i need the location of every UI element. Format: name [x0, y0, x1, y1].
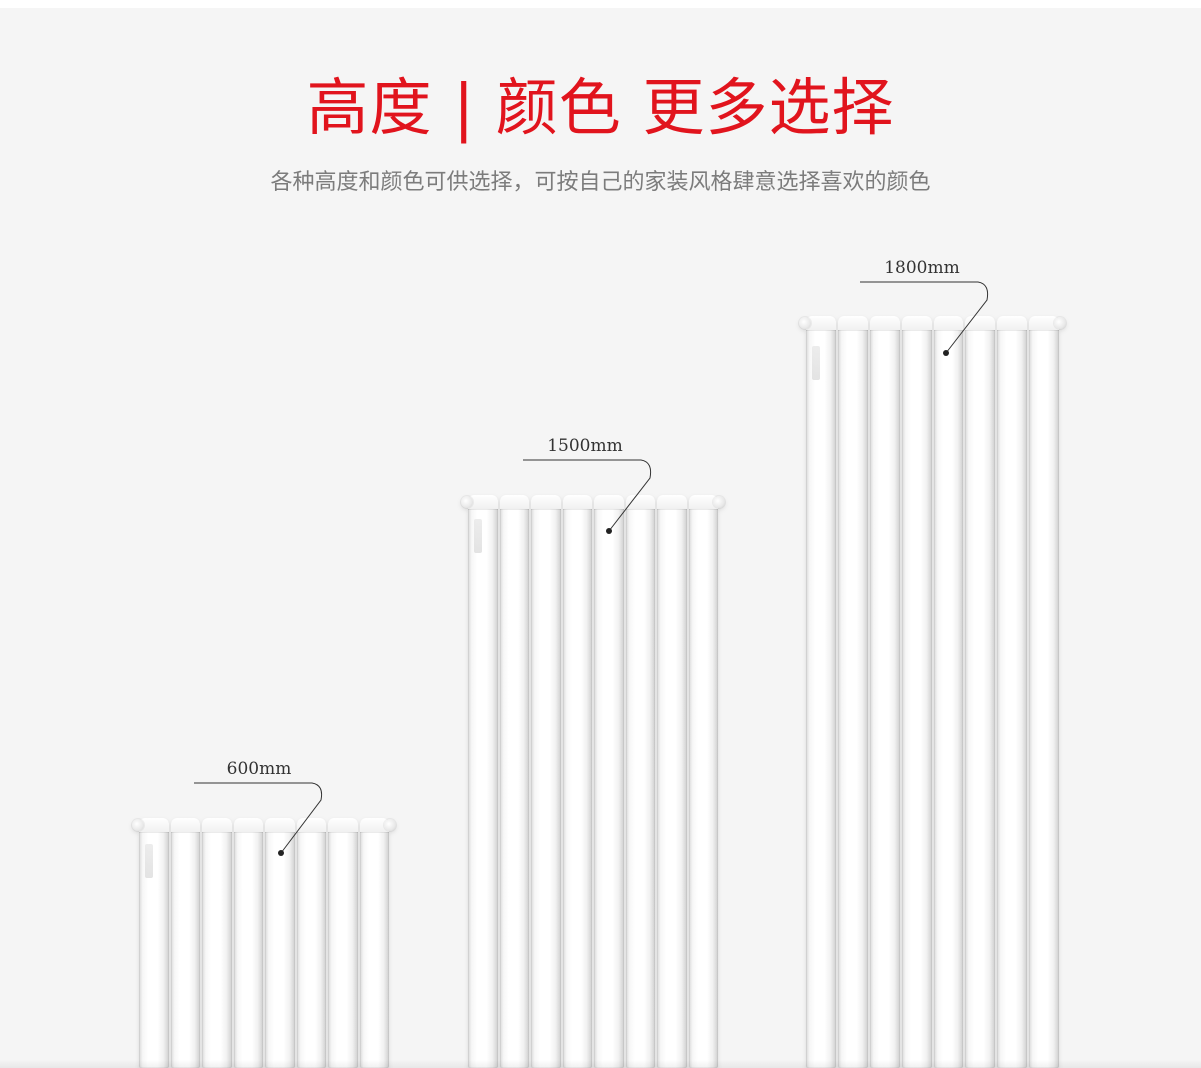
radiator-tube	[901, 316, 932, 1068]
radiator-tube	[837, 316, 868, 1068]
radiator-tube	[806, 316, 836, 1068]
brand-badge	[474, 519, 482, 553]
radiator-tube	[328, 818, 358, 1068]
callout-600mm-dot	[278, 850, 284, 856]
brand-badge	[812, 346, 820, 380]
radiator-tube	[1029, 316, 1059, 1068]
radiator-tubes	[467, 495, 719, 1068]
height-label-600mm: 600mm	[226, 759, 292, 779]
radiator-tubes	[805, 316, 1060, 1068]
radiator-cap-right	[384, 819, 396, 831]
section-subtitle: 各种高度和颜色可供选择，可按自己的家装风格肆意选择喜欢的颜色	[270, 170, 931, 195]
radiator-600mm	[132, 818, 396, 1068]
radiator-tube	[499, 495, 529, 1068]
radiator-tube	[869, 316, 900, 1068]
radiator-tube	[594, 495, 624, 1068]
radiator-tube	[531, 495, 561, 1068]
radiator-tube	[265, 818, 295, 1068]
radiator-tube	[933, 316, 964, 1068]
radiator-tube	[359, 818, 389, 1068]
callout-600mm-line	[194, 782, 323, 854]
radiator-cap-left	[132, 819, 144, 831]
callout-1800mm-line	[860, 281, 989, 354]
radiator-1800mm	[799, 316, 1066, 1068]
radiator-1500mm	[461, 495, 725, 1068]
radiator-tube	[562, 495, 592, 1068]
radiator-tube	[202, 818, 232, 1068]
section-title: 高度 | 颜色 更多选择	[306, 71, 895, 144]
product-banner: 高度 | 颜色 更多选择 各种高度和颜色可供选择，可按自己的家装风格肆意选择喜欢…	[0, 8, 1201, 1068]
brand-badge	[145, 844, 153, 878]
radiator-tube	[233, 818, 263, 1068]
callout-1800mm-dot	[943, 350, 949, 356]
radiator-cap-right	[1054, 317, 1066, 329]
radiator-cap-right	[713, 496, 725, 508]
radiator-cap-left	[461, 496, 473, 508]
radiator-cap-left	[799, 317, 811, 329]
radiator-tube	[625, 495, 655, 1068]
radiator-tube	[997, 316, 1028, 1068]
floor-shadow	[0, 1060, 1201, 1068]
radiator-tube	[139, 818, 169, 1068]
radiator-tube	[170, 818, 200, 1068]
callout-1500mm-dot	[606, 528, 612, 534]
callout-lines	[194, 281, 989, 856]
callout-1500mm-line	[523, 459, 652, 532]
radiator-tube	[657, 495, 687, 1068]
height-label-1500mm: 1500mm	[547, 436, 623, 456]
radiator-tube	[688, 495, 718, 1068]
radiator-tube	[468, 495, 498, 1068]
radiator-tube	[965, 316, 996, 1068]
radiator-tubes	[138, 818, 390, 1068]
height-label-1800mm: 1800mm	[884, 258, 960, 278]
radiator-tube	[296, 818, 326, 1068]
